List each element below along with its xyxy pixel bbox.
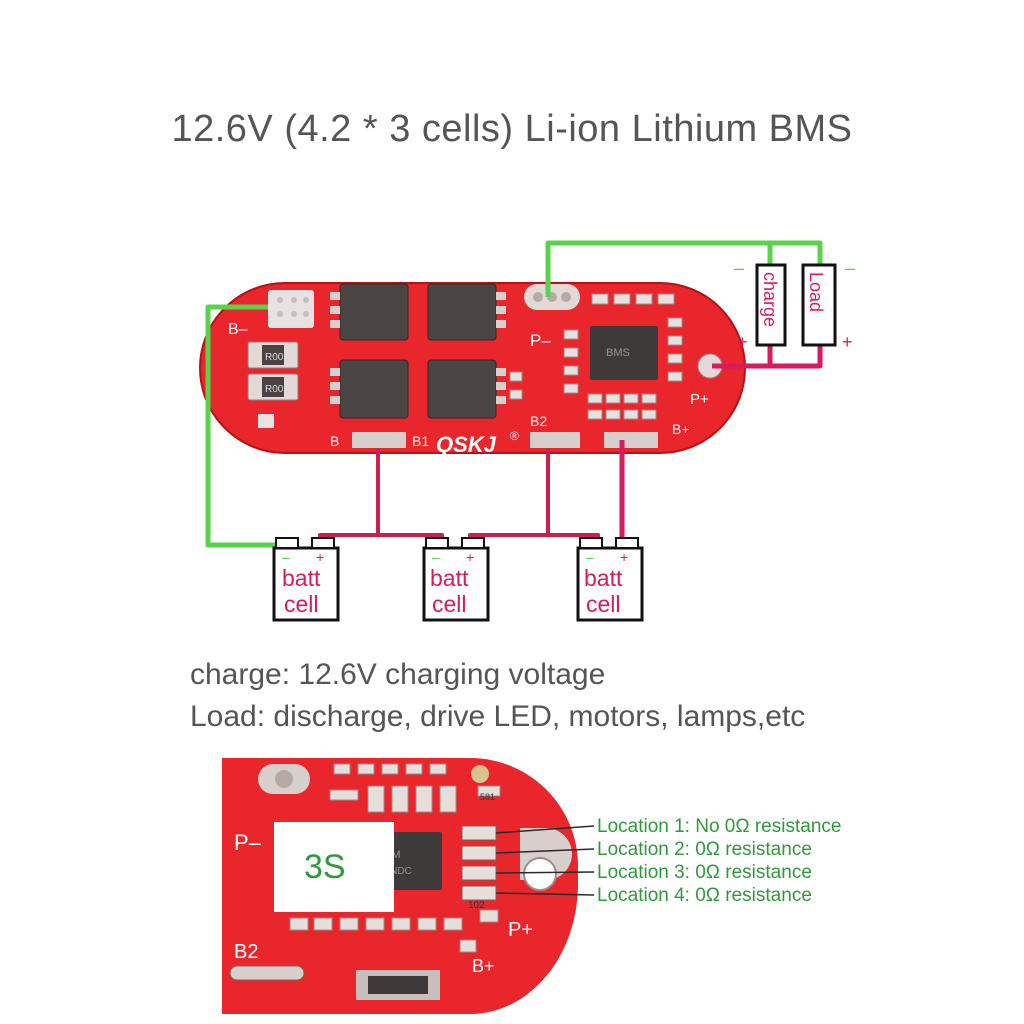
label-b: B <box>330 433 339 449</box>
location-callouts <box>495 825 595 896</box>
location-1-label: Location 1: No 0Ω resistance <box>597 816 841 837</box>
svg-text:+: + <box>620 549 628 565</box>
load-minus: – <box>845 258 855 278</box>
cell-label-line2: cell <box>586 591 621 617</box>
svg-text:102: 102 <box>468 900 485 911</box>
label-p-plus: P+ <box>690 391 709 408</box>
closeup-b2: B2 <box>234 941 258 963</box>
closeup-b-plus: B+ <box>472 956 495 976</box>
svg-text:–: – <box>586 549 594 565</box>
pad-b-plus <box>604 432 658 448</box>
svg-text:581: 581 <box>480 792 495 802</box>
cell-label-line1: batt <box>282 565 321 591</box>
svg-text:+: + <box>316 549 324 565</box>
pad-b <box>352 432 406 448</box>
charge-note: charge: 12.6V charging voltage <box>190 658 606 691</box>
bms-board: B– R003 R003 P– BMS <box>199 282 746 457</box>
pad-b-minus <box>268 290 314 328</box>
location-labels: Location 1: No 0Ω resistance Location 2:… <box>597 816 841 906</box>
closeup-p-plus: P+ <box>508 919 533 941</box>
charge-label: charge <box>760 272 780 327</box>
svg-text:BMS: BMS <box>606 347 630 359</box>
svg-text:–: – <box>282 549 290 565</box>
svg-text:+: + <box>466 549 474 565</box>
cell-label-line2: cell <box>432 591 467 617</box>
3s-badge <box>274 822 394 912</box>
load-label: Load <box>806 272 826 312</box>
registered-mark: ® <box>510 429 519 443</box>
label-b2: B2 <box>530 413 547 429</box>
cell-label-line1: batt <box>430 565 469 591</box>
battery-cell-3: – + batt cell <box>576 537 644 622</box>
board-logo: QSKJ <box>436 432 497 457</box>
label-p-minus: P– <box>530 331 551 350</box>
charge-minus: – <box>734 258 744 278</box>
cell-label-line2: cell <box>284 591 319 617</box>
pink-wire-cell-bus <box>318 533 444 548</box>
battery-cell-2: – + batt cell <box>422 537 490 622</box>
closeup-board: 581 BM TNDC 102 3S P– B2 P+ B+ <box>222 758 578 1014</box>
3s-label: 3S <box>304 848 346 886</box>
pink-wire-p-plus <box>712 342 823 369</box>
svg-text:TNDC: TNDC <box>384 866 412 877</box>
svg-text:R003: R003 <box>265 384 289 395</box>
protection-ic <box>590 326 658 380</box>
pad-b2 <box>530 432 580 448</box>
label-b-minus: B– <box>228 321 248 338</box>
diagram-title: 12.6V (4.2 * 3 cells) Li-ion Lithium BMS <box>171 108 853 150</box>
location-3-label: Location 3: 0Ω resistance <box>597 862 812 883</box>
location-2-label: Location 2: 0Ω resistance <box>597 839 812 860</box>
closeup-p-minus: P– <box>234 830 262 855</box>
label-b1: B1 <box>412 433 429 449</box>
svg-text:–: – <box>432 549 440 565</box>
charge-plus: + <box>737 332 748 352</box>
load-plus: + <box>842 332 853 352</box>
svg-text:R003: R003 <box>265 352 289 363</box>
cell-label-line1: batt <box>584 565 623 591</box>
load-note: Load: discharge, drive LED, motors, lamp… <box>190 700 806 733</box>
battery-cell-1: – + batt cell <box>272 537 340 622</box>
location-4-label: Location 4: 0Ω resistance <box>597 885 812 906</box>
label-b-plus: B+ <box>672 421 690 437</box>
charge-block: charge – + <box>734 258 787 352</box>
load-block: Load – + <box>801 258 855 352</box>
green-wire-b-minus <box>205 304 295 548</box>
green-wire-p-minus <box>545 240 823 297</box>
smd-components <box>509 293 683 420</box>
